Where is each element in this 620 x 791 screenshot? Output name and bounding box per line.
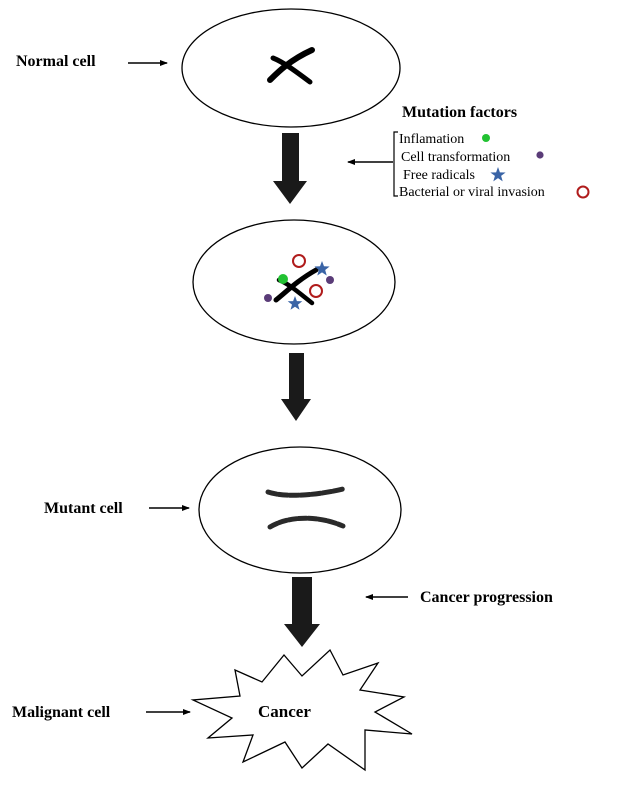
green-dot-icon (482, 134, 490, 142)
blue-star-icon (287, 296, 303, 310)
cancer-progression-label: Cancer progression (420, 589, 553, 606)
factor-bacterial-viral-label: Bacterial or viral invasion (399, 185, 545, 200)
red-ring-icon (309, 284, 323, 298)
mutant-cell-ellipse (198, 446, 402, 574)
blue-star-icon (490, 167, 506, 182)
down-arrow-1 (273, 133, 307, 204)
malignant-cell-starburst (190, 648, 413, 772)
normal-chromosome-icon (267, 47, 315, 85)
mutant-chromosome-icon (265, 486, 346, 530)
green-dot-icon (278, 274, 288, 284)
down-arrow-3 (284, 577, 320, 647)
mutation-factors-title: Mutation factors (402, 104, 517, 121)
factor-inflamation-label: Inflamation (399, 132, 464, 147)
purple-dot-icon (326, 276, 334, 284)
purple-dot-icon (536, 151, 544, 159)
malignant-cell-label: Malignant cell (12, 704, 111, 721)
red-ring-icon (292, 254, 306, 268)
cancer-label: Cancer (258, 702, 311, 721)
factor-cell-transformation-label: Cell transformation (401, 150, 510, 165)
down-arrow-2 (281, 353, 311, 421)
purple-dot-icon (264, 294, 272, 302)
blue-star-icon (314, 261, 330, 276)
mutation-factors-bracket (393, 131, 398, 197)
mutant-cell-label: Mutant cell (44, 500, 123, 517)
red-ring-icon (576, 185, 590, 199)
factor-free-radicals-label: Free radicals (403, 168, 475, 183)
normal-cell-label: Normal cell (16, 53, 96, 70)
